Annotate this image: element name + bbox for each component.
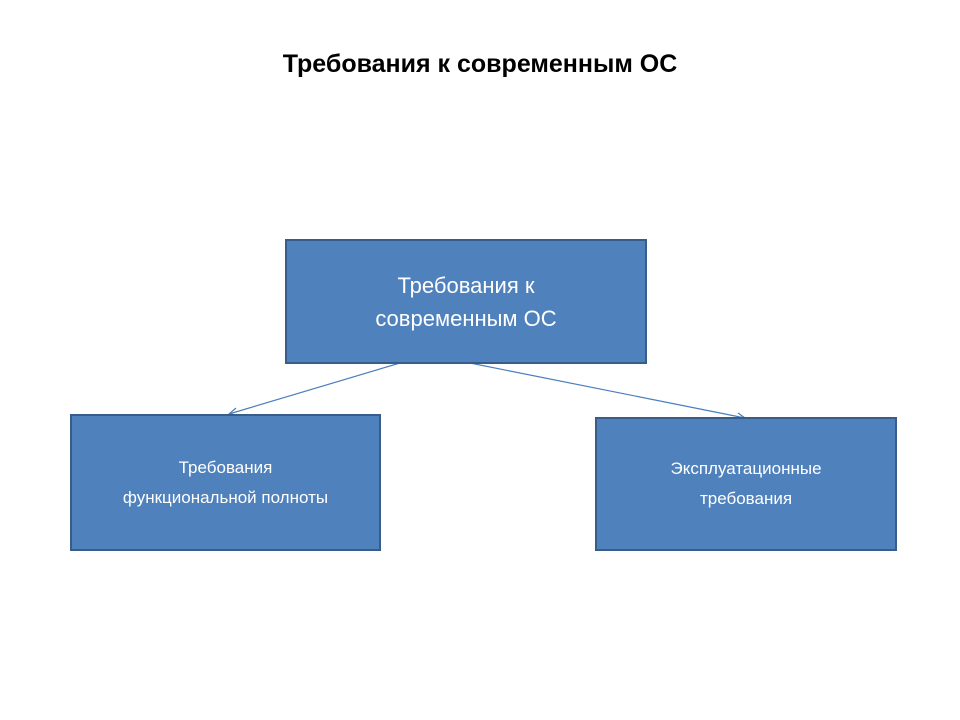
slide-title: Требования к современным ОС	[282, 50, 678, 78]
node-operational: Эксплуатационные требования	[595, 417, 897, 551]
arrow-to-right	[469, 362, 746, 419]
node-functional-completeness: Требования функциональной полноты	[70, 414, 381, 551]
node-left-line1: Требования	[178, 457, 273, 477]
node-right-line1: Эксплуатационные	[670, 459, 822, 478]
node-root-line2: современным ОС	[375, 305, 557, 331]
node-root: Требования к современным ОС	[285, 239, 647, 364]
node-root-line1: Требования к	[397, 272, 535, 298]
node-right-line2: требования	[699, 489, 793, 508]
arrow-to-left	[228, 362, 401, 415]
node-left-line2: функциональной полноты	[122, 487, 329, 507]
